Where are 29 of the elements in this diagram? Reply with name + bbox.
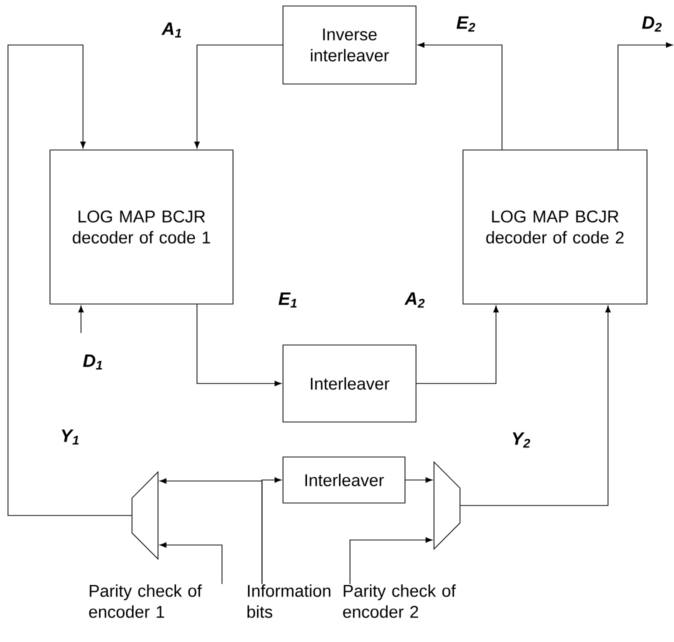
arrow [350, 537, 432, 584]
signal-label: A$_{1}$ [161, 22, 182, 38]
arrow [262, 477, 282, 584]
block-box: LOG MAP BCJR decoder of code 1 [50, 150, 234, 304]
arrow [405, 477, 432, 483]
input-label: Parity check of encoder 2 [343, 584, 456, 618]
signal-label: Y$_{1}$ [62, 429, 79, 445]
arrow [8, 44, 132, 516]
multiplexer-symbol [132, 471, 158, 560]
arrow [618, 42, 673, 150]
signal-label: D$_{1}$ [83, 354, 102, 370]
arrow [418, 42, 502, 150]
signal-label: D$_{2}$ [642, 16, 662, 32]
arrow [194, 44, 283, 148]
input-label: Parity check of encoder 1 [89, 584, 202, 618]
arrow [416, 306, 499, 384]
arrow [196, 304, 282, 386]
signal-label: A$_{2}$ [404, 292, 425, 308]
arrow [78, 306, 84, 334]
block-box: Inverse interleaver [282, 6, 416, 84]
arrow [160, 542, 222, 584]
signal-label: Y$_{2}$ [512, 432, 530, 448]
block-box: LOG MAP BCJR decoder of code 2 [462, 150, 648, 304]
block-box: Interleaver [282, 456, 406, 504]
block-box: Interleaver [282, 344, 416, 422]
arrow [460, 306, 611, 506]
input-label: Information bits [248, 584, 330, 618]
signal-label: E$_{1}$ [278, 292, 297, 308]
signal-label: E$_{2}$ [456, 16, 476, 32]
